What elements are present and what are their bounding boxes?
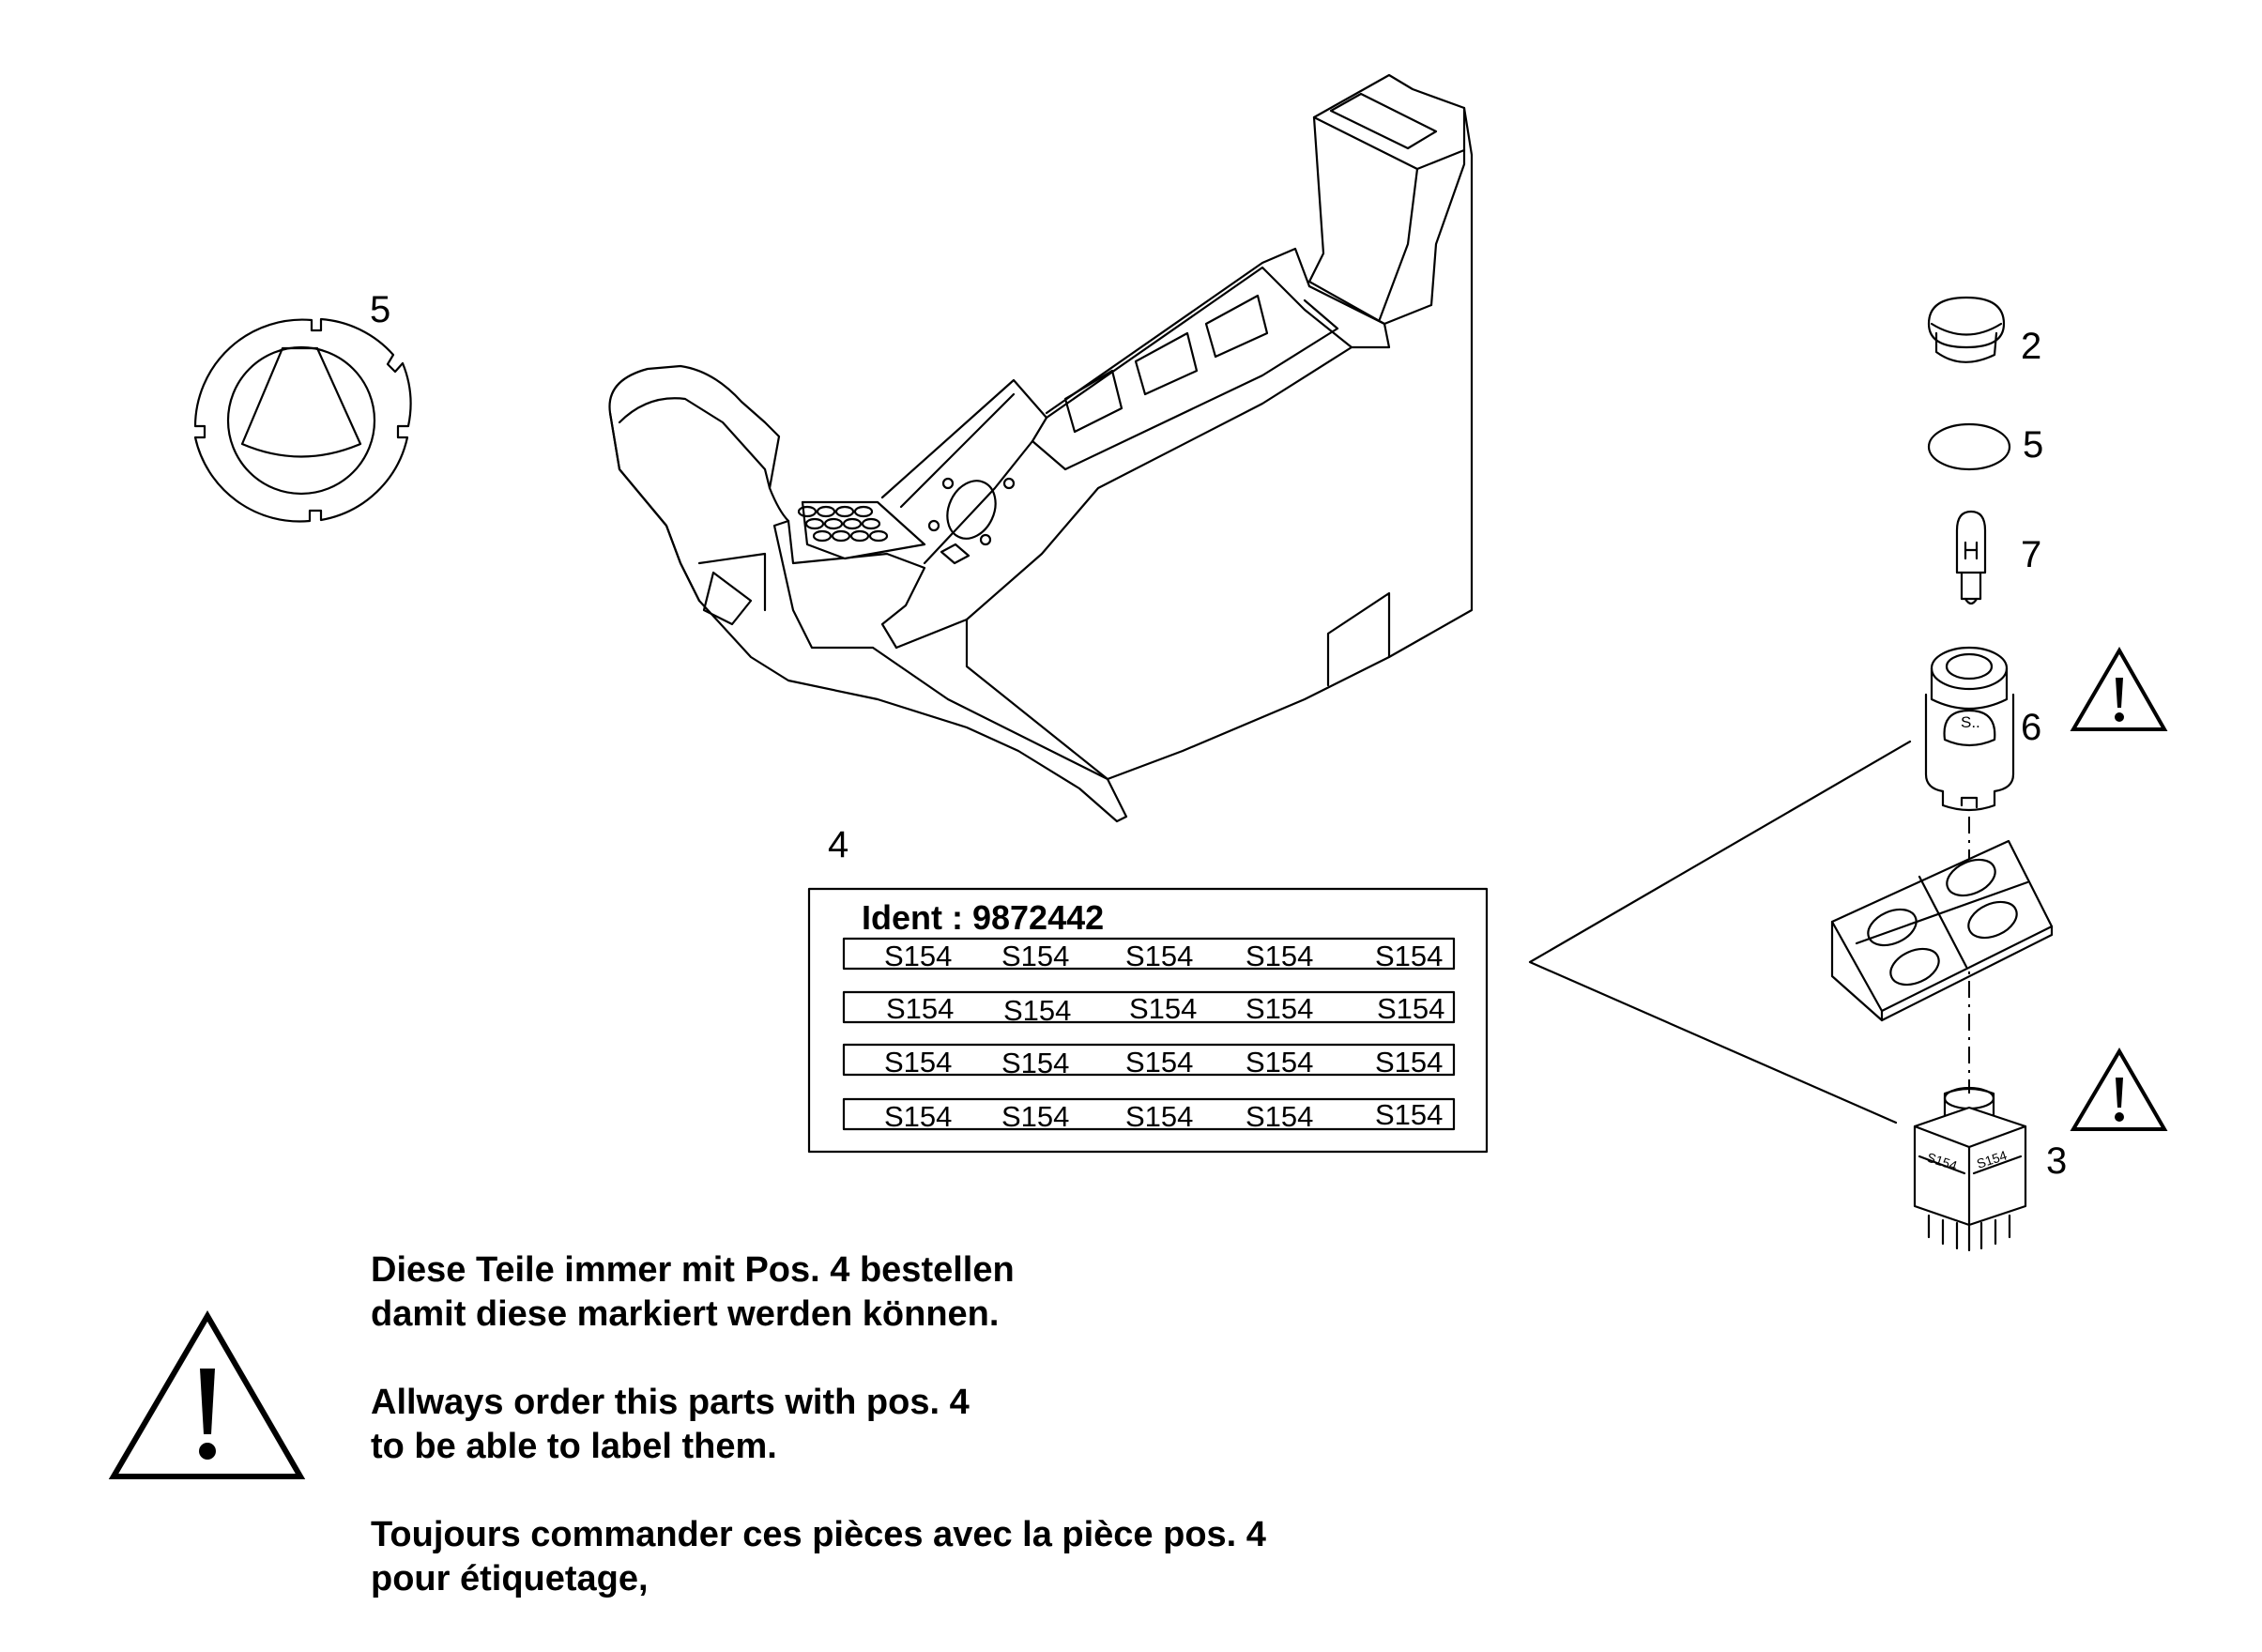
leader-line	[1528, 740, 1912, 1124]
switch-frame-plate	[1830, 839, 2054, 1022]
o-ring-part	[1927, 422, 2011, 471]
label-cell: S154	[1125, 940, 1193, 972]
position-number-bulb: 7	[2021, 534, 2041, 575]
keypad-holes	[797, 505, 889, 543]
position-number-switch: 3	[2046, 1140, 2067, 1182]
label-cell: S154	[884, 940, 952, 972]
label-strip	[842, 1043, 1456, 1077]
position-number-o-ring: 5	[2023, 424, 2043, 466]
label-cell: S154	[1003, 994, 1071, 1027]
position-number-label-sheet: 4	[828, 824, 848, 865]
label-cell: S154	[1246, 1100, 1313, 1133]
label-sheet-frame	[807, 887, 1489, 1154]
warning-triangle-icon	[2070, 1048, 2168, 1131]
note-english: Allways order this parts with pos. 4 to …	[371, 1383, 970, 1466]
note-french: Toujours commander ces pièces avec la pi…	[371, 1515, 1266, 1598]
label-cell: S154	[1125, 1100, 1193, 1133]
label-cell: S154	[884, 1100, 952, 1133]
position-number-cap: 2	[2021, 326, 2041, 367]
label-cell: S154	[1001, 1100, 1069, 1133]
control-console-housing	[608, 73, 1474, 823]
note-german: Diese Teile immer mit Pos. 4 bestellen d…	[371, 1250, 1015, 1334]
label-cell: S154	[1375, 1098, 1443, 1131]
switch-cap-marking: S..	[1961, 713, 1980, 731]
label-cell: S154	[1246, 1046, 1313, 1078]
label-strip	[842, 1097, 1456, 1131]
label-cell: S154	[1375, 1046, 1443, 1078]
position-number-ring-nut: 5	[370, 289, 390, 330]
cap-part	[1927, 296, 2006, 363]
label-cell: S154	[1246, 992, 1313, 1025]
warning-triangle-icon	[2070, 647, 2168, 731]
label-cell: S154	[886, 992, 954, 1025]
label-cell: S154	[1375, 940, 1443, 972]
label-cell: S154	[1001, 1047, 1069, 1079]
switch-cap-part	[1924, 646, 2015, 812]
label-cell: S154	[1001, 940, 1069, 972]
label-cell: S154	[884, 1046, 952, 1078]
label-cell: S154	[1246, 940, 1313, 972]
label-cell: S154	[1129, 992, 1197, 1025]
bulb-part	[1955, 510, 1987, 605]
switch-label-left: S154	[1925, 1150, 1959, 1173]
order-notes: Diese Teile immer mit Pos. 4 bestellen d…	[371, 1248, 1497, 1645]
label-sheet-ident: Ident : 9872442	[862, 898, 1104, 937]
position-number-switch-cap: 6	[2021, 707, 2041, 748]
label-strip	[842, 937, 1456, 971]
label-cell: S154	[1377, 992, 1444, 1025]
ring-nut-part	[193, 317, 412, 523]
label-strip	[842, 990, 1456, 1024]
warning-triangle-icon	[108, 1310, 306, 1479]
label-sheet: Ident : 9872442 S154 S154 S154 S154 S154…	[807, 887, 1489, 1154]
label-cell: S154	[1125, 1046, 1193, 1078]
switch-part	[1913, 1086, 2027, 1252]
